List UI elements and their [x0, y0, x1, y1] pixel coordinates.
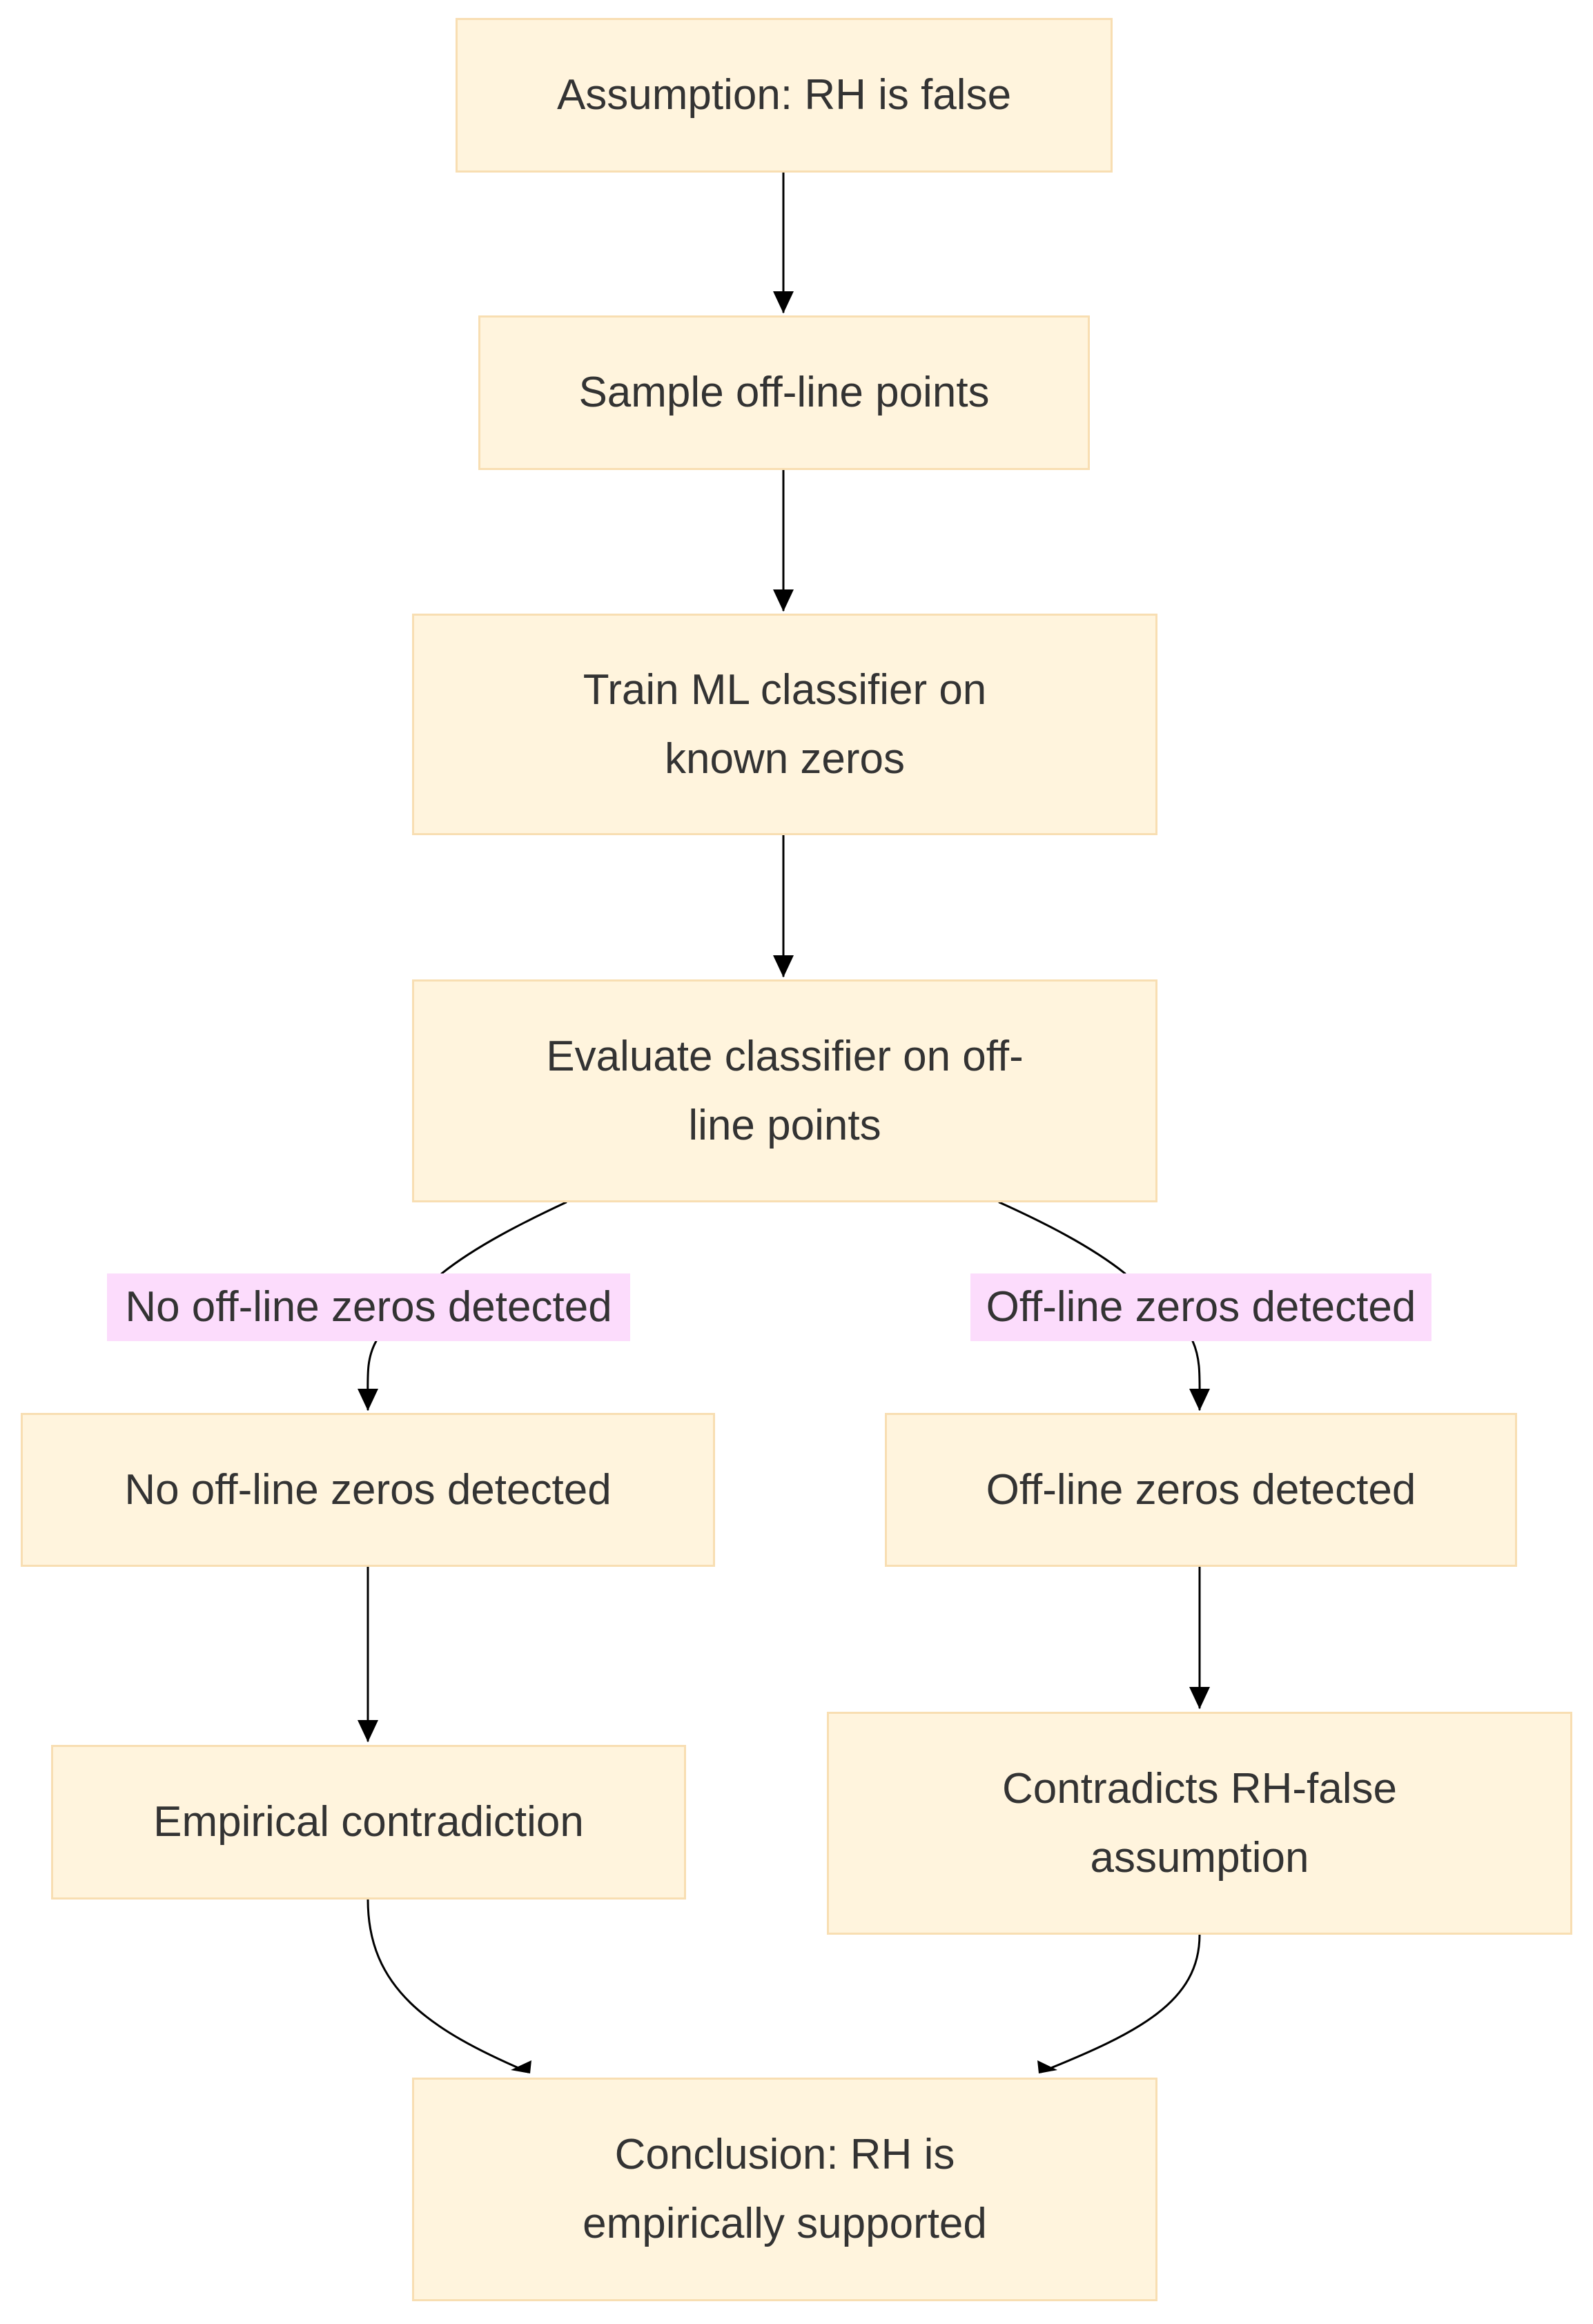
arrowhead-no-zeros [358, 1389, 378, 1411]
arrowhead-contradicts [1189, 1687, 1210, 1709]
arrowhead-zeros [1189, 1389, 1210, 1411]
edge-evaluate-to-label-right [998, 1201, 1126, 1275]
edge-empirical-to-conclusion [367, 1898, 529, 2073]
edge-evaluate-to-label-left [440, 1201, 567, 1275]
arrowhead-conclusion-right [1037, 2060, 1057, 2073]
node-empirical-text: Empirical contradiction [153, 1798, 584, 1846]
node-zeros-text: Off-line zeros detected [986, 1465, 1416, 1514]
arrowhead-empirical [358, 1720, 378, 1742]
arrowhead-evaluate [773, 955, 794, 977]
node-sample-text: Sample off-line points [578, 369, 990, 416]
node-contradicts-text: Contradicts RH-false assumption [1002, 1764, 1397, 1882]
arrowhead-train [773, 589, 794, 612]
edge-label-zeros-text: Off-line zeros detected [986, 1283, 1416, 1331]
node-train-text: Train ML classifier on known zeros [583, 665, 987, 783]
node-assumption: Assumption: RH is false [456, 18, 1113, 173]
node-no-zeros: No off-line zeros detected [21, 1413, 715, 1567]
node-conclusion: Conclusion: RH is empirically supported [412, 2078, 1157, 2301]
node-train: Train ML classifier on known zeros [412, 614, 1157, 835]
node-conclusion-text: Conclusion: RH is empirically supported [583, 2131, 987, 2247]
edge-label-no-zeros-text: No off-line zeros detected [125, 1283, 612, 1331]
node-evaluate-text: Evaluate classifier on off-line points [546, 1032, 1024, 1149]
arrowhead-conclusion-left [511, 2060, 531, 2073]
arrowhead-sample [773, 291, 794, 313]
edge-contradicts-to-conclusion [1039, 1933, 1201, 2073]
node-sample: Sample off-line points [478, 315, 1090, 470]
edge-label-no-zeros: No off-line zeros detected [107, 1273, 630, 1341]
arrowheads [358, 291, 1210, 2073]
node-contradicts: Contradicts RH-false assumption [827, 1712, 1572, 1935]
node-empirical: Empirical contradiction [51, 1745, 686, 1900]
node-no-zeros-text: No off-line zeros detected [124, 1465, 612, 1514]
node-assumption-text: Assumption: RH is false [556, 71, 1012, 119]
edge-label-zeros: Off-line zeros detected [970, 1273, 1431, 1341]
node-evaluate: Evaluate classifier on off-line points [412, 979, 1157, 1202]
node-zeros: Off-line zeros detected [885, 1413, 1517, 1567]
